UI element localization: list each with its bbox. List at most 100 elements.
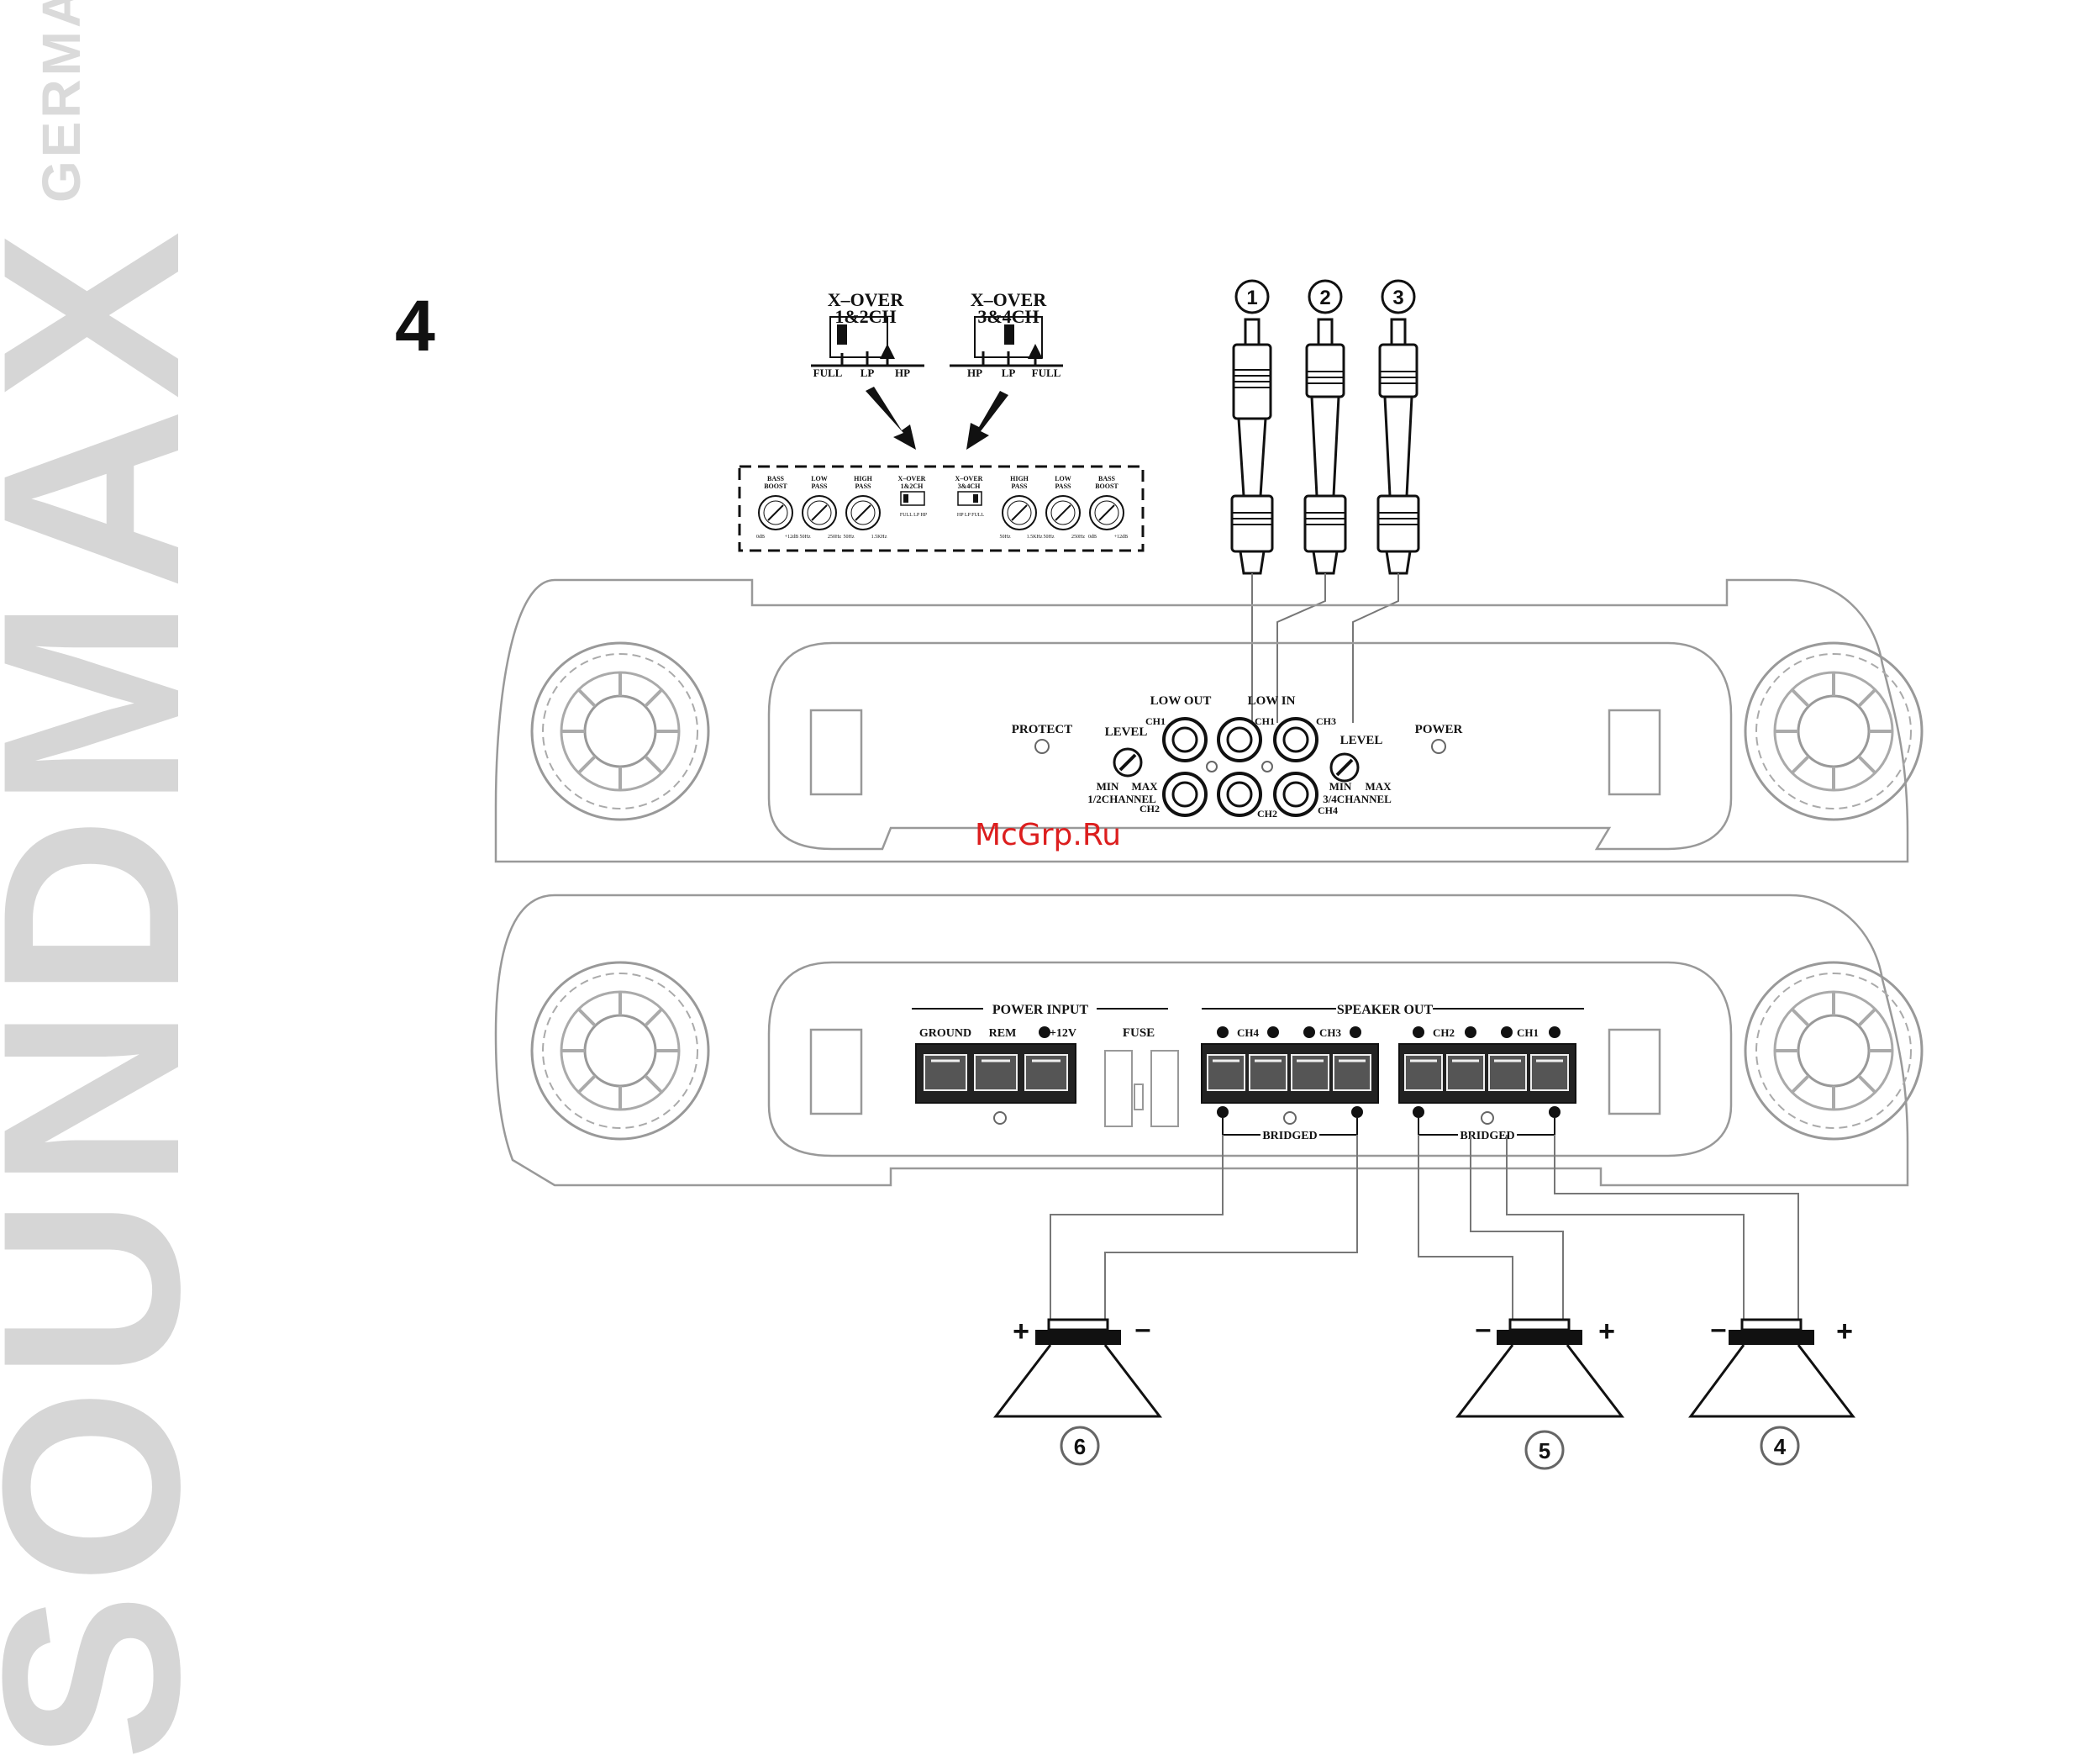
knob-label: HIGH [854, 475, 873, 482]
xover-12-label-hp: HP [895, 366, 910, 379]
level-min-right: MIN [1329, 780, 1352, 793]
control-knob-high-pass-right: HIGH PASS 50Hz 1.5KHz [1000, 475, 1043, 540]
switch-options: FULL LP HP [900, 513, 928, 518]
level-label-left: LEVEL [1105, 725, 1148, 739]
xover-12-switch-knob [837, 324, 847, 345]
ch2-plus-icon [1465, 1026, 1476, 1038]
crossover-switch-callout-3-4: X–OVER 3&4CH HP LP FULL [950, 289, 1063, 450]
knob-min: 0dB [1088, 535, 1097, 540]
amplifier-rear-faceplate [767, 961, 1733, 1157]
rca-plug-2: 2 [1303, 279, 1347, 575]
bridged-plus-icon [1549, 1106, 1561, 1118]
bridged-ch1-ch2: BRIDGED [1413, 1106, 1561, 1142]
bridged-label-34: BRIDGED [1262, 1130, 1317, 1142]
amplifier-front-outline [494, 578, 1909, 863]
wiring-diagram: X–OVER 1&2CH FULL LP HP X–OVER 3&4CH HP … [494, 279, 1924, 1470]
rca-cable-3 [1352, 573, 1399, 723]
knob-label: PASS [812, 482, 829, 490]
rca-plug-3: 3 [1376, 279, 1420, 575]
xover-12-label-lp: LP [861, 366, 875, 379]
rca-jack-low-in-ch2 [1217, 772, 1262, 817]
level-max-left: MAX [1131, 780, 1158, 793]
knob-max: +12dB [1114, 535, 1128, 540]
amplifier-front-faceplate [767, 641, 1733, 851]
knob-min: 50Hz [1044, 535, 1055, 540]
jack-label-ch1-in: CH1 [1255, 715, 1275, 727]
knob-label: LOW [811, 475, 828, 482]
rem-label: REM [989, 1027, 1017, 1040]
knob-label: BASS [1098, 475, 1116, 482]
rca-jack-low-out-ch1 [1162, 717, 1208, 762]
control-panel-dashed-frame [738, 465, 1145, 552]
jack-label-ch4: CH4 [1318, 804, 1338, 816]
xover-12-title-line1: X–OVER [828, 289, 905, 310]
bridged-minus-icon [1413, 1106, 1424, 1118]
bridged-minus-icon [1351, 1106, 1363, 1118]
rca-jack-low-in-ch3 [1273, 717, 1318, 762]
knob-min: 0dB [756, 535, 765, 540]
amplifier-rear-outline [494, 894, 1909, 1187]
mounting-bracket-rear-left [809, 1028, 863, 1115]
level-min-left: MIN [1097, 780, 1119, 793]
control-switch-xover-12: X–OVER 1&2CH FULL LP HP [898, 475, 928, 518]
speaker-wire-6-minus [1104, 1135, 1358, 1320]
protect-led [1034, 739, 1050, 754]
speaker-wire-6-plus [1050, 1135, 1224, 1320]
knob-label: HIGH [1010, 475, 1029, 482]
jack-label-ch3: CH3 [1316, 715, 1336, 727]
crossover-switch-callout-1-2: X–OVER 1&2CH FULL LP HP [811, 289, 924, 450]
mounting-bracket-left [809, 709, 863, 796]
power-terminal-block [915, 1043, 1076, 1104]
xover-12-switch-body [829, 316, 888, 358]
rca-callout-3: 3 [1392, 287, 1403, 309]
speaker-5: – + 5 [1455, 1313, 1625, 1470]
rca-jack-low-in-ch1 [1217, 717, 1262, 762]
speaker-wire-4-plus [1554, 1135, 1799, 1320]
bridged-ch3-ch4: BRIDGED [1217, 1106, 1363, 1142]
power-input-label: POWER INPUT [992, 1003, 1089, 1017]
xover-34-pointer-arrow [966, 391, 1008, 450]
knob-min: 50Hz [1000, 535, 1011, 540]
fuse-holder [1104, 1050, 1179, 1127]
knob-label: BASS [767, 475, 785, 482]
ch1-minus-icon [1501, 1026, 1513, 1038]
low-in-label: LOW IN [1248, 694, 1296, 708]
switch-options: HP LP FULL [957, 513, 985, 518]
cooling-fan-rear-left [530, 961, 710, 1141]
low-out-label: LOW OUT [1150, 694, 1212, 708]
ch4-plus-icon [1217, 1026, 1229, 1038]
figure-number: 4 [395, 286, 435, 366]
protect-label: PROTECT [1012, 723, 1073, 736]
watermark: McGrp.Ru [975, 818, 1122, 852]
knob-max: 250Hz [828, 535, 841, 540]
cooling-fan-rear-right [1744, 961, 1924, 1141]
jack-label-ch2-in: CH2 [1257, 808, 1277, 820]
speaker-4-minus-sign: – [1711, 1313, 1727, 1345]
knob-label: PASS [1055, 482, 1072, 490]
jack-label-ch1-out: CH1 [1145, 715, 1166, 727]
speaker-4-callout [1760, 1426, 1800, 1466]
rca-plug-1: 1 [1230, 279, 1274, 575]
control-knob-high-pass-left: HIGH PASS 50Hz 1.5KHz [844, 475, 887, 540]
knob-label: BOOST [1095, 482, 1118, 490]
switch-label: X–OVER [898, 475, 926, 482]
plus-12v-icon [1039, 1026, 1050, 1038]
ch4-label: CH4 [1237, 1026, 1260, 1039]
speaker-wire-5-minus [1418, 1135, 1513, 1320]
knob-max: 1.5KHz [1027, 535, 1043, 540]
speaker-5-minus-sign: – [1476, 1313, 1492, 1345]
knob-label: PASS [855, 482, 872, 490]
jack-label-ch2-out: CH2 [1139, 803, 1160, 815]
knob-max: 1.5KHz [871, 535, 887, 540]
level-knob-left [1113, 747, 1143, 778]
ch3-minus-icon [1350, 1026, 1361, 1038]
ch1-plus-icon [1549, 1026, 1561, 1038]
xover-34-switch-knob [1004, 324, 1014, 345]
mounting-bracket-right [1608, 709, 1661, 796]
ch3-plus-icon [1303, 1026, 1315, 1038]
mounting-bracket-rear-right [1608, 1028, 1661, 1115]
control-knob-low-pass-right: LOW PASS 50Hz 250Hz [1044, 475, 1086, 540]
ground-label: GROUND [919, 1027, 971, 1040]
control-knob-bass-boost-right: BASS BOOST 0dB +12dB [1088, 475, 1128, 540]
xover-12-label-full: FULL [813, 366, 843, 379]
